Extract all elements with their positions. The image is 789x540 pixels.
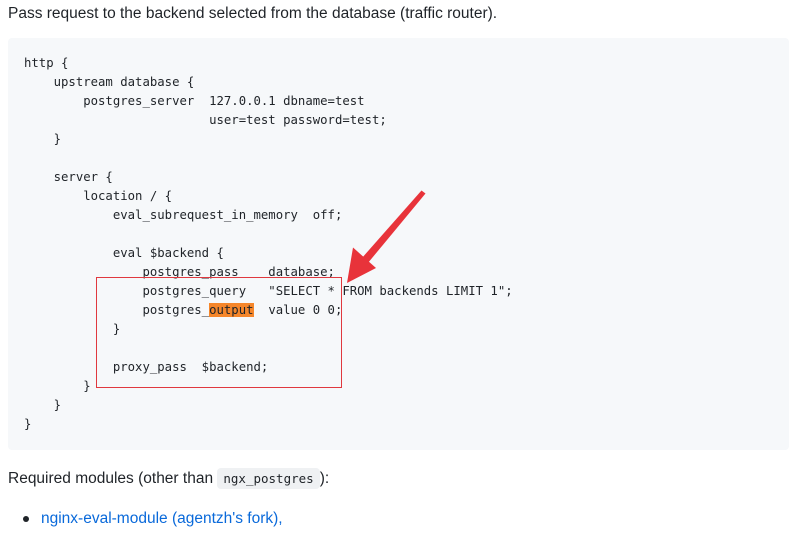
modules-list: nginx-eval-module (agentzh's fork), bbox=[21, 508, 283, 530]
code-text-after: value 0 0; } proxy_pass $backend; } } } bbox=[24, 303, 343, 431]
list-item: nginx-eval-module (agentzh's fork), bbox=[21, 508, 283, 530]
link-trailing-comma: , bbox=[278, 510, 283, 527]
annotation-box bbox=[96, 277, 342, 388]
inline-code-ngx-postgres: ngx_postgres bbox=[217, 468, 320, 489]
code-text-before: http { upstream database { postgres_serv… bbox=[24, 56, 513, 317]
link-nginx-eval-module[interactable]: nginx-eval-module (agentzh's fork) bbox=[41, 510, 279, 527]
code-block: http { upstream database { postgres_serv… bbox=[8, 38, 789, 450]
modules-prefix: Required modules (other than bbox=[8, 470, 218, 487]
code-content: http { upstream database { postgres_serv… bbox=[24, 54, 513, 434]
required-modules-text: Required modules (other than ngx_postgre… bbox=[8, 468, 329, 490]
modules-suffix: ): bbox=[319, 470, 330, 487]
bullet-icon bbox=[23, 516, 29, 522]
intro-text: Pass request to the backend selected fro… bbox=[8, 5, 498, 22]
search-highlight: output bbox=[209, 303, 254, 317]
